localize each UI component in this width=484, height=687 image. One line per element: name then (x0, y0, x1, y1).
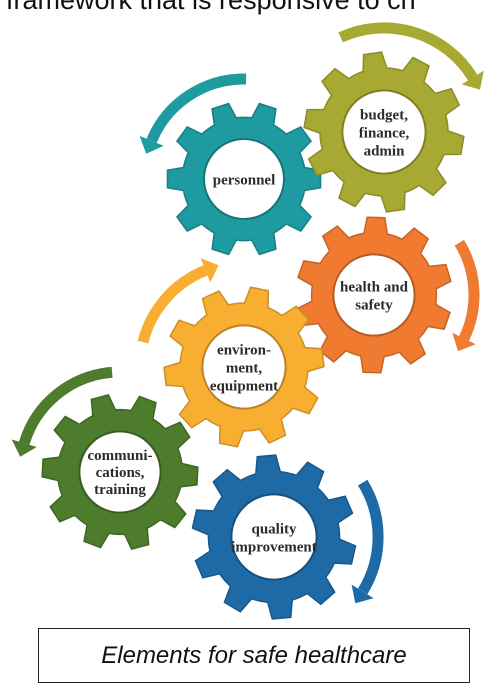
gear-quality-label-line: quality (251, 521, 297, 537)
gear-health-label-line: safety (355, 297, 393, 313)
gear-health-label-line: health and (340, 279, 409, 295)
gear-budget-label-line: budget, (360, 107, 408, 123)
gear-quality-hub (230, 493, 318, 581)
gear-communications-label-line: communi- (88, 448, 153, 464)
gear-quality-label-line: improvement (231, 539, 317, 555)
health-arrow (452, 239, 480, 352)
environment-arrow (137, 258, 219, 344)
cropped-header-text: framework that is responsive to ch (6, 0, 416, 15)
gears-group: personnel budget, finance, admin health and s… (41, 51, 465, 620)
gear-personnel-label-line: personnel (213, 172, 276, 188)
gear-budget: budget, finance, admin (303, 51, 465, 213)
gear-budget-label-line: finance, (359, 125, 410, 141)
rotation-arrows (11, 22, 484, 604)
budget-arrow (338, 22, 484, 90)
gear-budget-hub (341, 89, 427, 175)
gear-personnel: personnel (166, 102, 322, 256)
caption-box: Elements for safe healthcare (38, 628, 470, 683)
communications-arrow (11, 366, 113, 457)
gear-communications: communi-cations,training (41, 393, 199, 551)
gear-communications-label-line: training (94, 482, 146, 498)
gear-environment-label-line: environ- (217, 342, 271, 358)
gear-communications-label-line: cations, (96, 465, 145, 481)
gear-environment: environ-ment, equipment (163, 286, 325, 448)
gear-communications-hub (78, 430, 162, 514)
gear-health: health and safety (296, 216, 452, 374)
gear-environment-label-line: ment, (226, 360, 262, 376)
gear-environment-label-line: equipment (210, 378, 278, 394)
gear-environment-hub (201, 324, 287, 410)
quality-arrow (351, 479, 384, 604)
gear-health-hub (332, 253, 416, 337)
gear-quality: quality improvement (191, 454, 357, 620)
caption-text: Elements for safe healthcare (101, 641, 407, 669)
personnel-arrow (139, 73, 247, 154)
gear-budget-label-line: admin (364, 143, 406, 159)
gear-personnel-hub (203, 138, 285, 220)
